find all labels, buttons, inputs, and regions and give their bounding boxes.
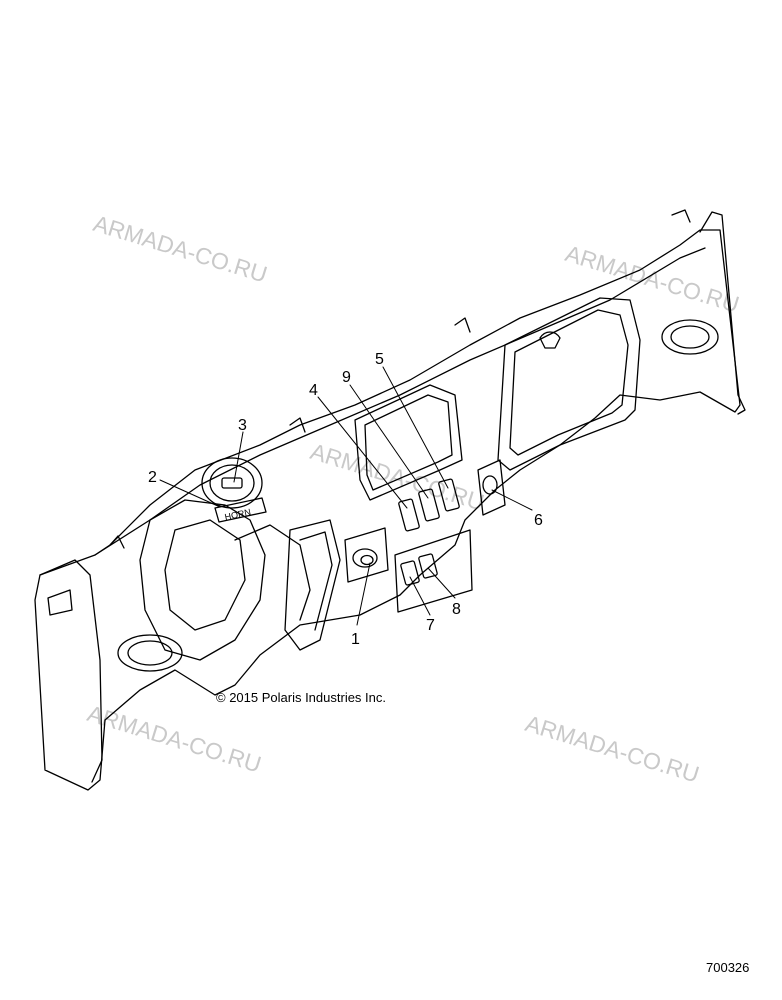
callout-9: 9 [342, 369, 351, 386]
callout-3: 3 [238, 417, 247, 434]
horn-label: HORN [224, 507, 252, 522]
leader-3 [233, 431, 244, 483]
leader-7 [409, 576, 431, 616]
leader-5 [382, 366, 449, 489]
callout-2: 2 [148, 469, 157, 486]
display-opening [354, 384, 463, 501]
power-outlet [482, 475, 498, 495]
switch-9 [418, 488, 440, 522]
left-cup-holder-inner [127, 640, 173, 666]
dashboard-outline [34, 229, 741, 791]
part-number: 700326 [706, 960, 750, 975]
callout-4: 4 [309, 382, 318, 399]
leader-9 [349, 384, 429, 499]
switch-8 [418, 553, 438, 579]
left-side-panel [39, 559, 103, 783]
leader-1 [356, 562, 371, 626]
callout-6: 6 [534, 512, 543, 529]
switch-5 [438, 478, 460, 512]
right-cup-holder-inner [670, 325, 710, 349]
leader-6 [491, 489, 533, 511]
horn-button-outline [214, 497, 267, 523]
left-cup-holder [117, 634, 183, 672]
switch-7 [400, 560, 420, 586]
copyright-notice: © 2015 Polaris Industries Inc. [216, 690, 386, 705]
switch-4 [398, 498, 420, 532]
right-cup-holder [661, 319, 719, 355]
leader-4 [317, 396, 408, 509]
callout-1: 1 [351, 631, 360, 648]
right-side-panel [699, 211, 746, 415]
callout-5: 5 [375, 351, 384, 368]
glove-box-latch [539, 331, 561, 349]
callout-8: 8 [452, 601, 461, 618]
ignition-switch [352, 548, 378, 568]
top-rim [94, 247, 706, 556]
glove-box-outline [497, 297, 641, 471]
leader-8 [427, 567, 456, 599]
gauge-bezel [201, 457, 263, 509]
leader-2 [159, 479, 221, 508]
callout-7: 7 [426, 617, 435, 634]
glove-box-inner [509, 309, 629, 456]
